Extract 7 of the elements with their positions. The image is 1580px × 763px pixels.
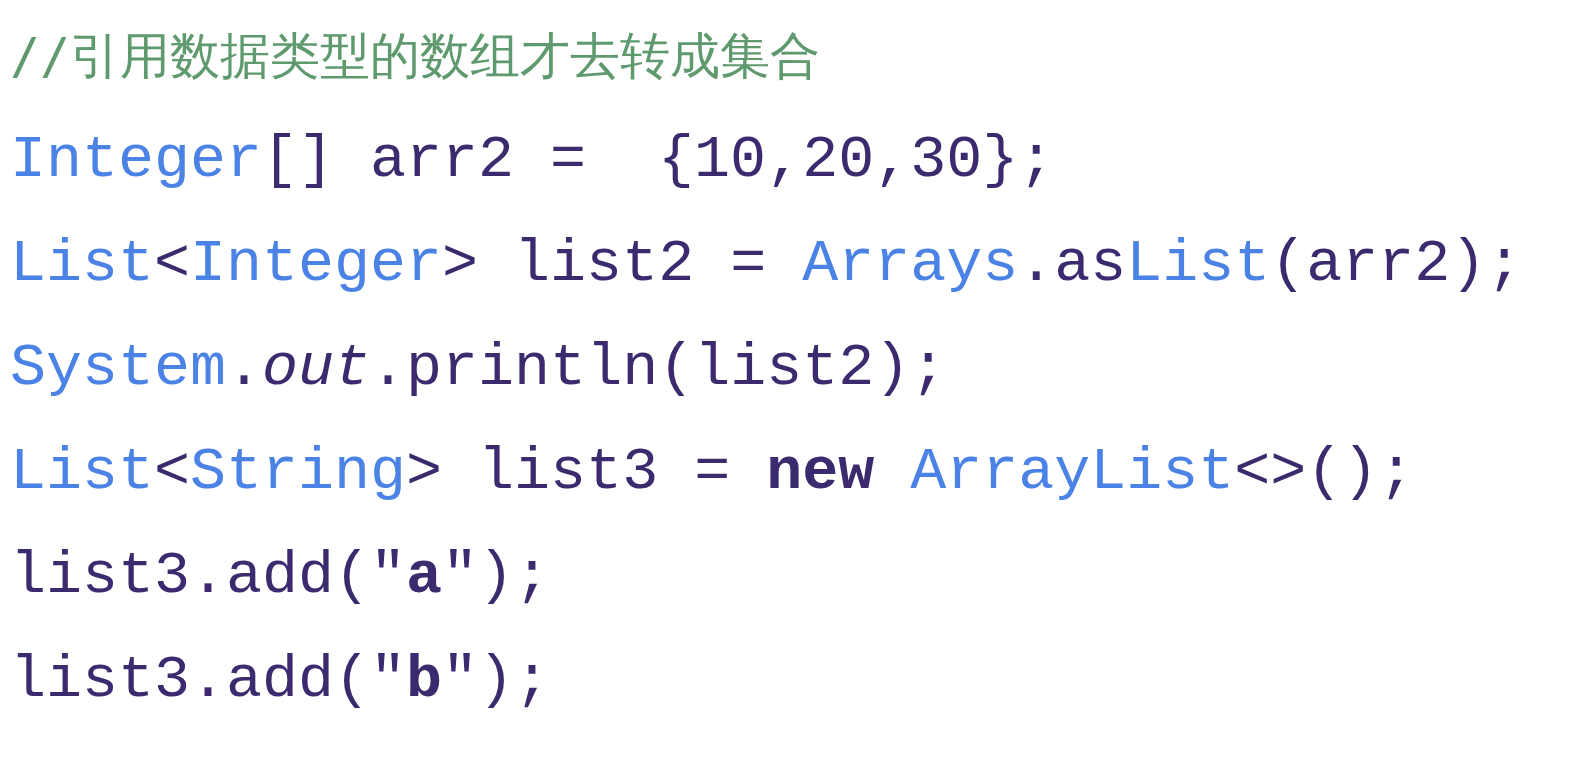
code-line: Integer[] arr2 = {10,20,30}; xyxy=(10,125,1055,196)
code-comment: //引用数据类型的数组才去转成集合 xyxy=(10,26,821,87)
code-line: list3.add("a"); xyxy=(10,541,551,612)
code-line: System.out.println(list2); xyxy=(10,333,947,404)
code-line: list3.add("b"); xyxy=(10,645,551,716)
code-line: List<String> list3 = new ArrayList<>(); xyxy=(10,437,1415,508)
code-line: List<Integer> list2 = Arrays.asList(arr2); xyxy=(10,229,1523,300)
